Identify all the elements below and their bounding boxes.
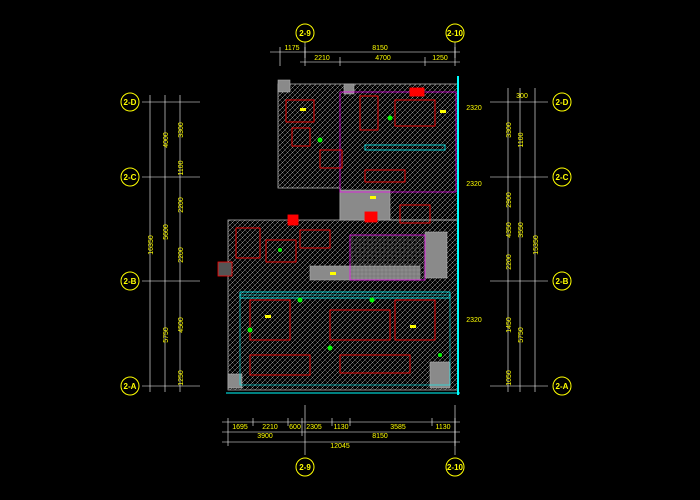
dim-left-5750: 5750: [163, 327, 170, 343]
dim-right-4350: 4350: [506, 222, 513, 238]
svg-text:2-10: 2-10: [447, 29, 464, 38]
svg-text:2-C: 2-C: [556, 173, 569, 182]
dim-right-300: 300: [516, 93, 528, 100]
column-top-left: [277, 79, 291, 93]
column-bottom-right: [429, 361, 451, 389]
left-dimension-chain: 16350 4000 5600 5750 3300 1100 2200 2200…: [148, 95, 185, 392]
dim-inner-2320-mid: 2320: [466, 181, 482, 188]
axis-bubble-row-2-a-right: 2-A: [552, 376, 572, 396]
dim-bottom-2305: 2305: [306, 424, 322, 431]
axis-lines: [142, 42, 548, 455]
column-top-mid: [343, 83, 355, 95]
svg-text:2-10: 2-10: [447, 463, 464, 472]
top-dimension-chain: 1175 8150 2210 4700 1250: [270, 45, 460, 66]
dim-bottom-3585: 3585: [390, 424, 406, 431]
dim-right-3300: 3300: [506, 122, 513, 138]
svg-text:2-B: 2-B: [124, 277, 137, 286]
dim-top-1250: 1250: [432, 55, 448, 62]
bottom-dimension-chain: 1695 2210 600 2305 1130 3585 1130 3900 8…: [222, 418, 460, 450]
dim-left-4500: 4500: [178, 317, 185, 333]
svg-text:2-A: 2-A: [556, 382, 569, 391]
axis-bubble-row-2-d-right: 2-D: [552, 92, 572, 112]
svg-text:2-C: 2-C: [124, 173, 137, 182]
partition-center: [349, 234, 426, 281]
dim-bottom-1130a: 1130: [333, 424, 348, 431]
svg-text:2-D: 2-D: [124, 98, 137, 107]
dim-bottom-2210: 2210: [262, 424, 278, 431]
detail-marks: [265, 108, 446, 328]
dim-inner-2320-bottom: 2320: [466, 317, 482, 324]
right-dimension-chain: 3300 4350 3550 1450 5750 300 1100 2900 2…: [466, 88, 540, 392]
axis-bubble-col-2-9-bottom: 2-9: [295, 457, 315, 477]
glazing-room-frame: [239, 294, 451, 386]
planting-layer: [247, 115, 442, 357]
dim-right-2900: 2900: [506, 192, 513, 208]
dim-right-5750: 5750: [518, 327, 525, 343]
dim-left-4000: 4000: [163, 132, 170, 148]
wall-shaft: [424, 231, 448, 279]
axis-bubble-col-2-10-top: 2-10: [445, 23, 465, 43]
dim-left-total: 16350: [148, 235, 155, 255]
svg-text:2-9: 2-9: [299, 463, 311, 472]
dim-left-3300: 3300: [178, 122, 185, 138]
axis-bubble-row-2-c-left: 2-C: [120, 167, 140, 187]
svg-text:2-B: 2-B: [556, 277, 569, 286]
axis-bubble-row-2-d-left: 2-D: [120, 92, 140, 112]
dim-right-3550: 3550: [518, 222, 525, 238]
dim-top-4700: 4700: [375, 55, 391, 62]
dim-left-2200b: 2200: [178, 247, 185, 263]
column-bottom-left: [227, 373, 243, 389]
svg-text:2-A: 2-A: [124, 382, 137, 391]
axis-bubble-row-2-b-left: 2-B: [120, 271, 140, 291]
dim-left-2200a: 2200: [178, 197, 185, 213]
dim-right-1450: 1450: [506, 317, 513, 333]
dim-right-1050: 1050: [506, 370, 513, 386]
svg-text:2-D: 2-D: [556, 98, 569, 107]
dim-left-1100: 1100: [178, 160, 185, 175]
axis-bubble-col-2-9-top: 2-9: [295, 23, 315, 43]
dim-bottom-8150: 8150: [372, 433, 388, 440]
dim-left-5600: 5600: [163, 224, 170, 240]
dim-left-1250: 1250: [178, 370, 185, 386]
axis-bubble-row-2-c-right: 2-C: [552, 167, 572, 187]
dim-bottom-1695: 1695: [232, 424, 248, 431]
dim-bottom-total: 12045: [330, 443, 350, 450]
floor-area-left-bay: [217, 261, 233, 277]
dim-bottom-600: 600: [289, 424, 301, 431]
axis-bubble-row-2-a-left: 2-A: [120, 376, 140, 396]
dim-inner-2320-top: 2320: [466, 105, 482, 112]
svg-text:2-9: 2-9: [299, 29, 311, 38]
dim-right-2200: 2200: [506, 254, 513, 270]
axis-bubble-row-2-b-right: 2-B: [552, 271, 572, 291]
dim-bottom-1130b: 1130: [435, 424, 450, 431]
dim-top-2210: 2210: [314, 55, 330, 62]
dim-top-1175: 1175: [284, 45, 299, 52]
dim-bottom-3900: 3900: [257, 433, 273, 440]
furniture-layer: [235, 87, 436, 376]
dim-right-1100: 1100: [518, 132, 525, 147]
partition-upper: [339, 91, 457, 193]
dim-top-8150: 8150: [372, 45, 388, 52]
glazing-upper-band: [364, 144, 446, 151]
building-plan: [217, 76, 460, 395]
axis-bubble-col-2-10-bottom: 2-10: [445, 457, 465, 477]
dim-right-total: 15350: [533, 235, 540, 255]
